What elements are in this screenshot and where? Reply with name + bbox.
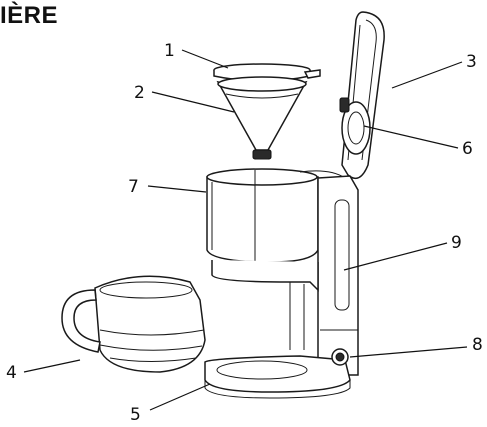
callout-9: 9 [451, 233, 462, 253]
leader-lines [23, 49, 468, 411]
callout-7: 7 [128, 177, 139, 197]
lid-open [339, 11, 385, 180]
callout-6: 6 [462, 139, 473, 159]
callout-2: 2 [134, 83, 145, 103]
diagram-title: IÈRE [0, 2, 59, 29]
callout-1: 1 [164, 41, 175, 61]
body-column [317, 175, 359, 376]
callout-labels: 1 2 3 4 5 6 7 8 9 [6, 41, 483, 425]
callout-8: 8 [472, 335, 483, 355]
power-switch [331, 348, 349, 366]
base-plate [204, 355, 351, 399]
callout-4: 4 [6, 363, 17, 383]
callout-5: 5 [130, 405, 141, 422]
filter-cone [216, 76, 308, 160]
carafe [61, 275, 206, 373]
water-reservoir [206, 168, 346, 263]
callout-3: 3 [466, 52, 477, 72]
body-neck [211, 260, 319, 350]
